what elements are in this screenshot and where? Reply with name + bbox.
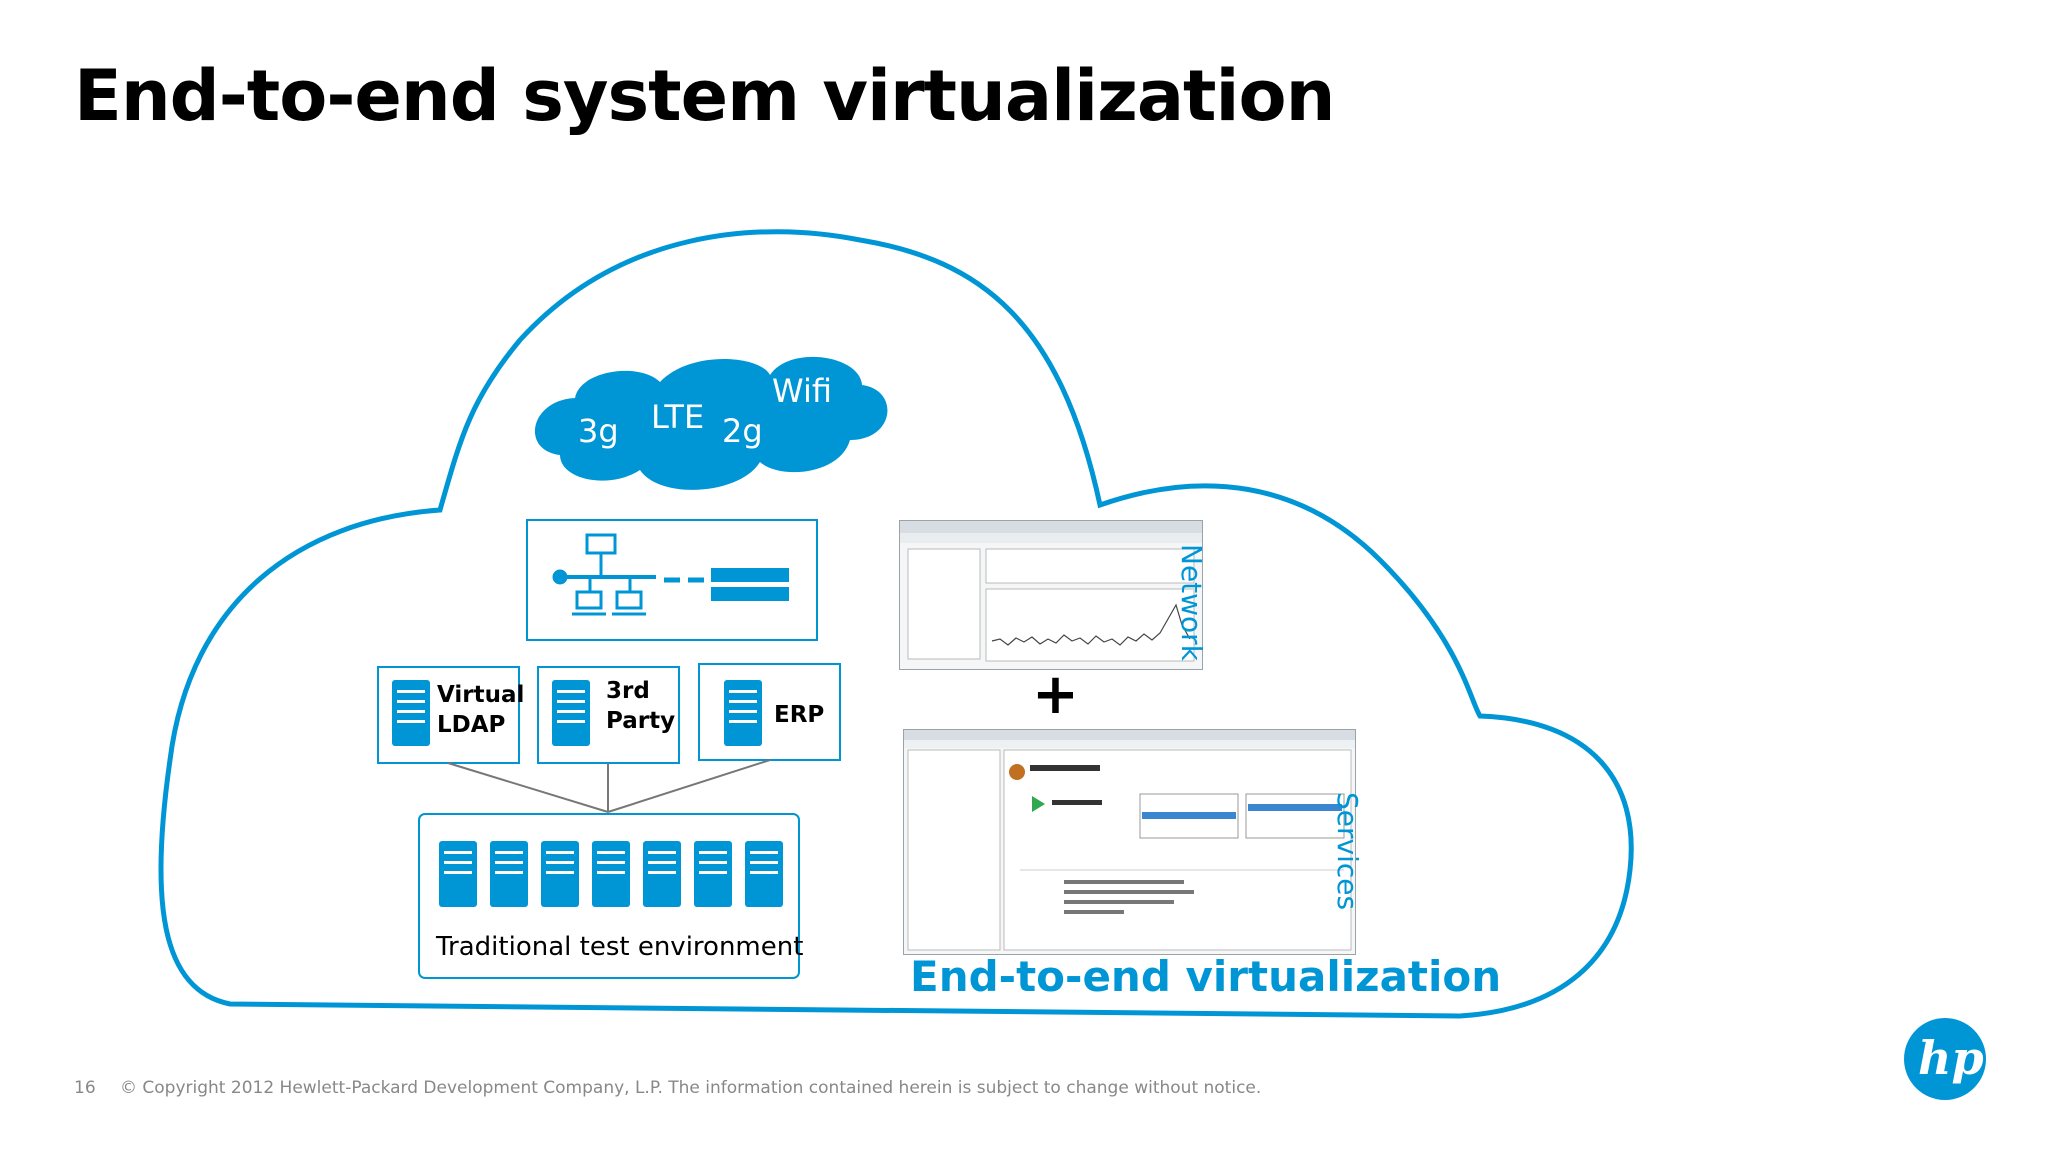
traditional-server-lines: [444, 851, 778, 874]
plus-sign: +: [1032, 662, 1079, 727]
services-virtualization-screenshot: [903, 729, 1356, 955]
services-side-label: Services: [1331, 792, 1364, 911]
network-label-3g: 3g: [578, 412, 619, 450]
server-label-erp: ERP: [774, 702, 825, 728]
hp-logo-text: hp: [1918, 1031, 1984, 1085]
network-label-2g: 2g: [722, 412, 763, 450]
network-topology-icon: [552, 533, 789, 616]
connector-lines: [447, 759, 771, 813]
server-label-ldap: Virtual LDAP: [437, 682, 525, 738]
virtualization-caption: End-to-end virtualization: [910, 952, 1502, 1001]
server-icon-lines: [397, 690, 757, 723]
traditional-environment-label: Traditional test environment: [436, 932, 804, 962]
service-console: [904, 730, 1355, 951]
copyright-notice: © Copyright 2012 Hewlett-Packard Develop…: [120, 1078, 1262, 1098]
hp-logo: hp: [1904, 1018, 1986, 1100]
network-graph: [900, 521, 1202, 662]
mobile-network-cloud: [534, 356, 888, 490]
network-label-lte: LTE: [651, 398, 705, 436]
slide-title: End-to-end system virtualization: [74, 55, 1335, 137]
server-label-3rd-party: 3rd Party: [606, 678, 676, 734]
big-cloud-outline: [158, 229, 1634, 1019]
network-side-label: Network: [1175, 544, 1208, 661]
network-label-wifi: Wifi: [772, 372, 832, 410]
page-number: 16: [74, 1078, 96, 1098]
server-box-erp: [698, 663, 841, 761]
network-virtualization-screenshot: [899, 520, 1203, 670]
